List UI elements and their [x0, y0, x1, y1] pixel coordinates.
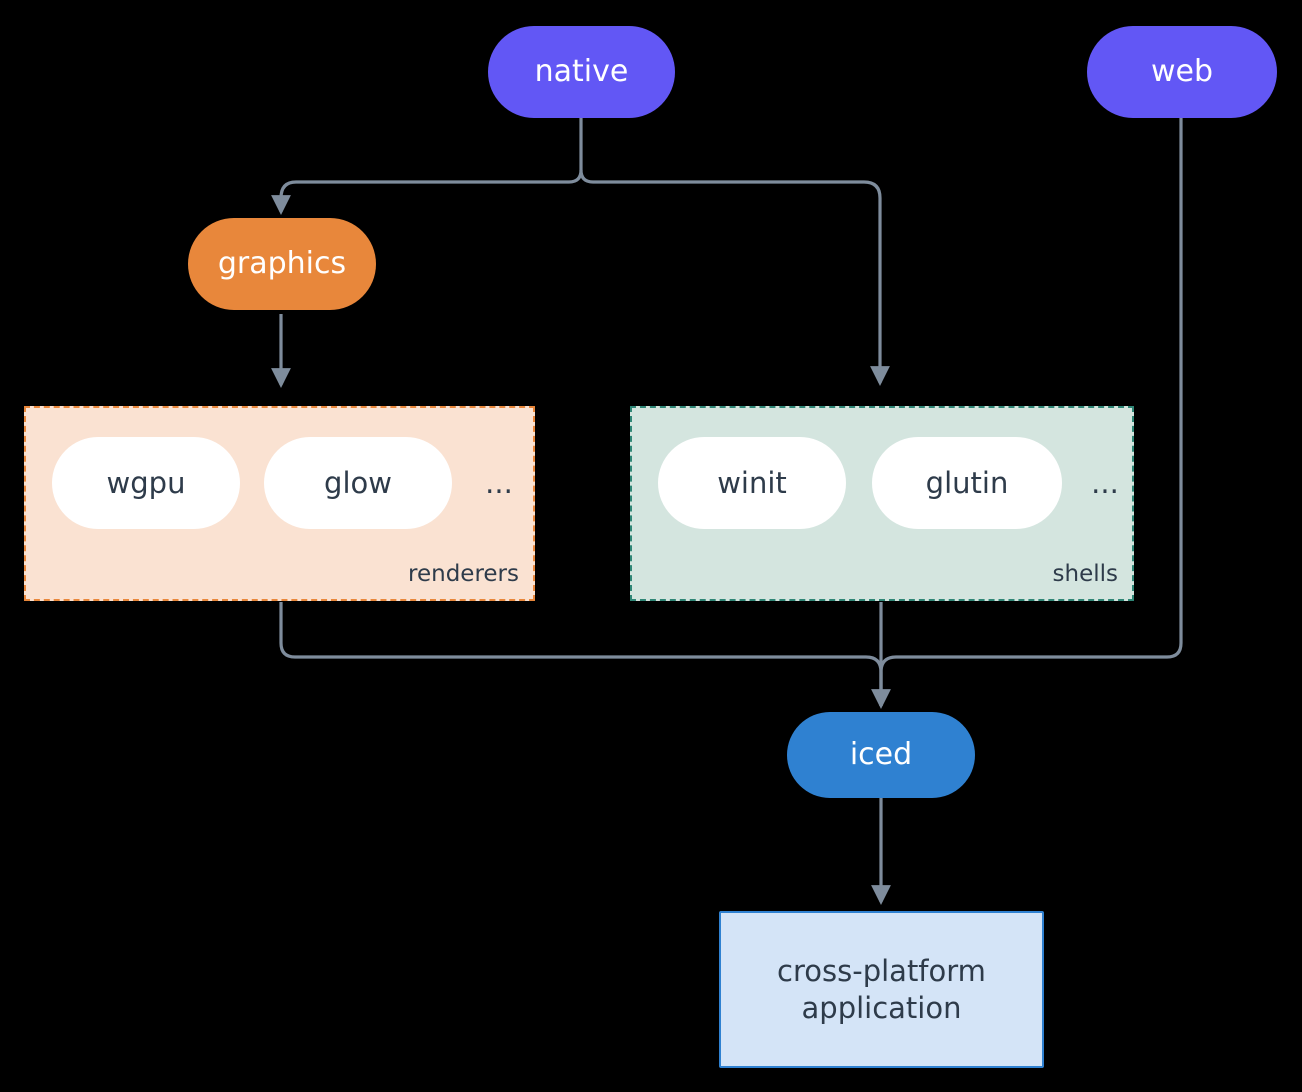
group-item-wgpu-label: wgpu — [106, 466, 186, 500]
node-application-line2: application — [801, 990, 962, 1025]
node-native-label: native — [534, 54, 629, 90]
group-renderers-label: renderers — [408, 561, 519, 587]
node-iced-label: iced — [849, 737, 913, 773]
node-application-line1: cross-platform — [777, 954, 986, 989]
node-iced[interactable]: iced — [787, 712, 975, 798]
group-item-glutin-label: glutin — [925, 466, 1009, 500]
group-item-glow[interactable]: glow — [264, 437, 452, 529]
group-shells-label: shells — [1052, 561, 1118, 587]
node-graphics-label: graphics — [217, 246, 347, 282]
group-item-winit-label: winit — [717, 466, 787, 500]
node-web[interactable]: web — [1087, 26, 1277, 118]
node-graphics[interactable]: graphics — [188, 218, 376, 310]
group-item-glow-label: glow — [324, 466, 392, 500]
edge-renderers-iced — [279, 602, 891, 709]
node-native[interactable]: native — [488, 26, 675, 118]
group-item-wgpu[interactable]: wgpu — [52, 437, 240, 529]
group-renderers: wgpu glow ... renderers — [24, 406, 535, 601]
node-application[interactable]: cross-platform application — [719, 911, 1044, 1068]
edge-native-graphics — [271, 169, 583, 215]
group-item-glutin[interactable]: glutin — [872, 437, 1062, 529]
edge-native-split — [579, 117, 890, 386]
node-web-label: web — [1150, 54, 1214, 90]
group-shells-overflow: ... — [1091, 466, 1119, 500]
group-shells: winit glutin ... shells — [630, 406, 1134, 601]
group-item-winit[interactable]: winit — [658, 437, 846, 529]
group-renderers-overflow: ... — [485, 466, 513, 500]
